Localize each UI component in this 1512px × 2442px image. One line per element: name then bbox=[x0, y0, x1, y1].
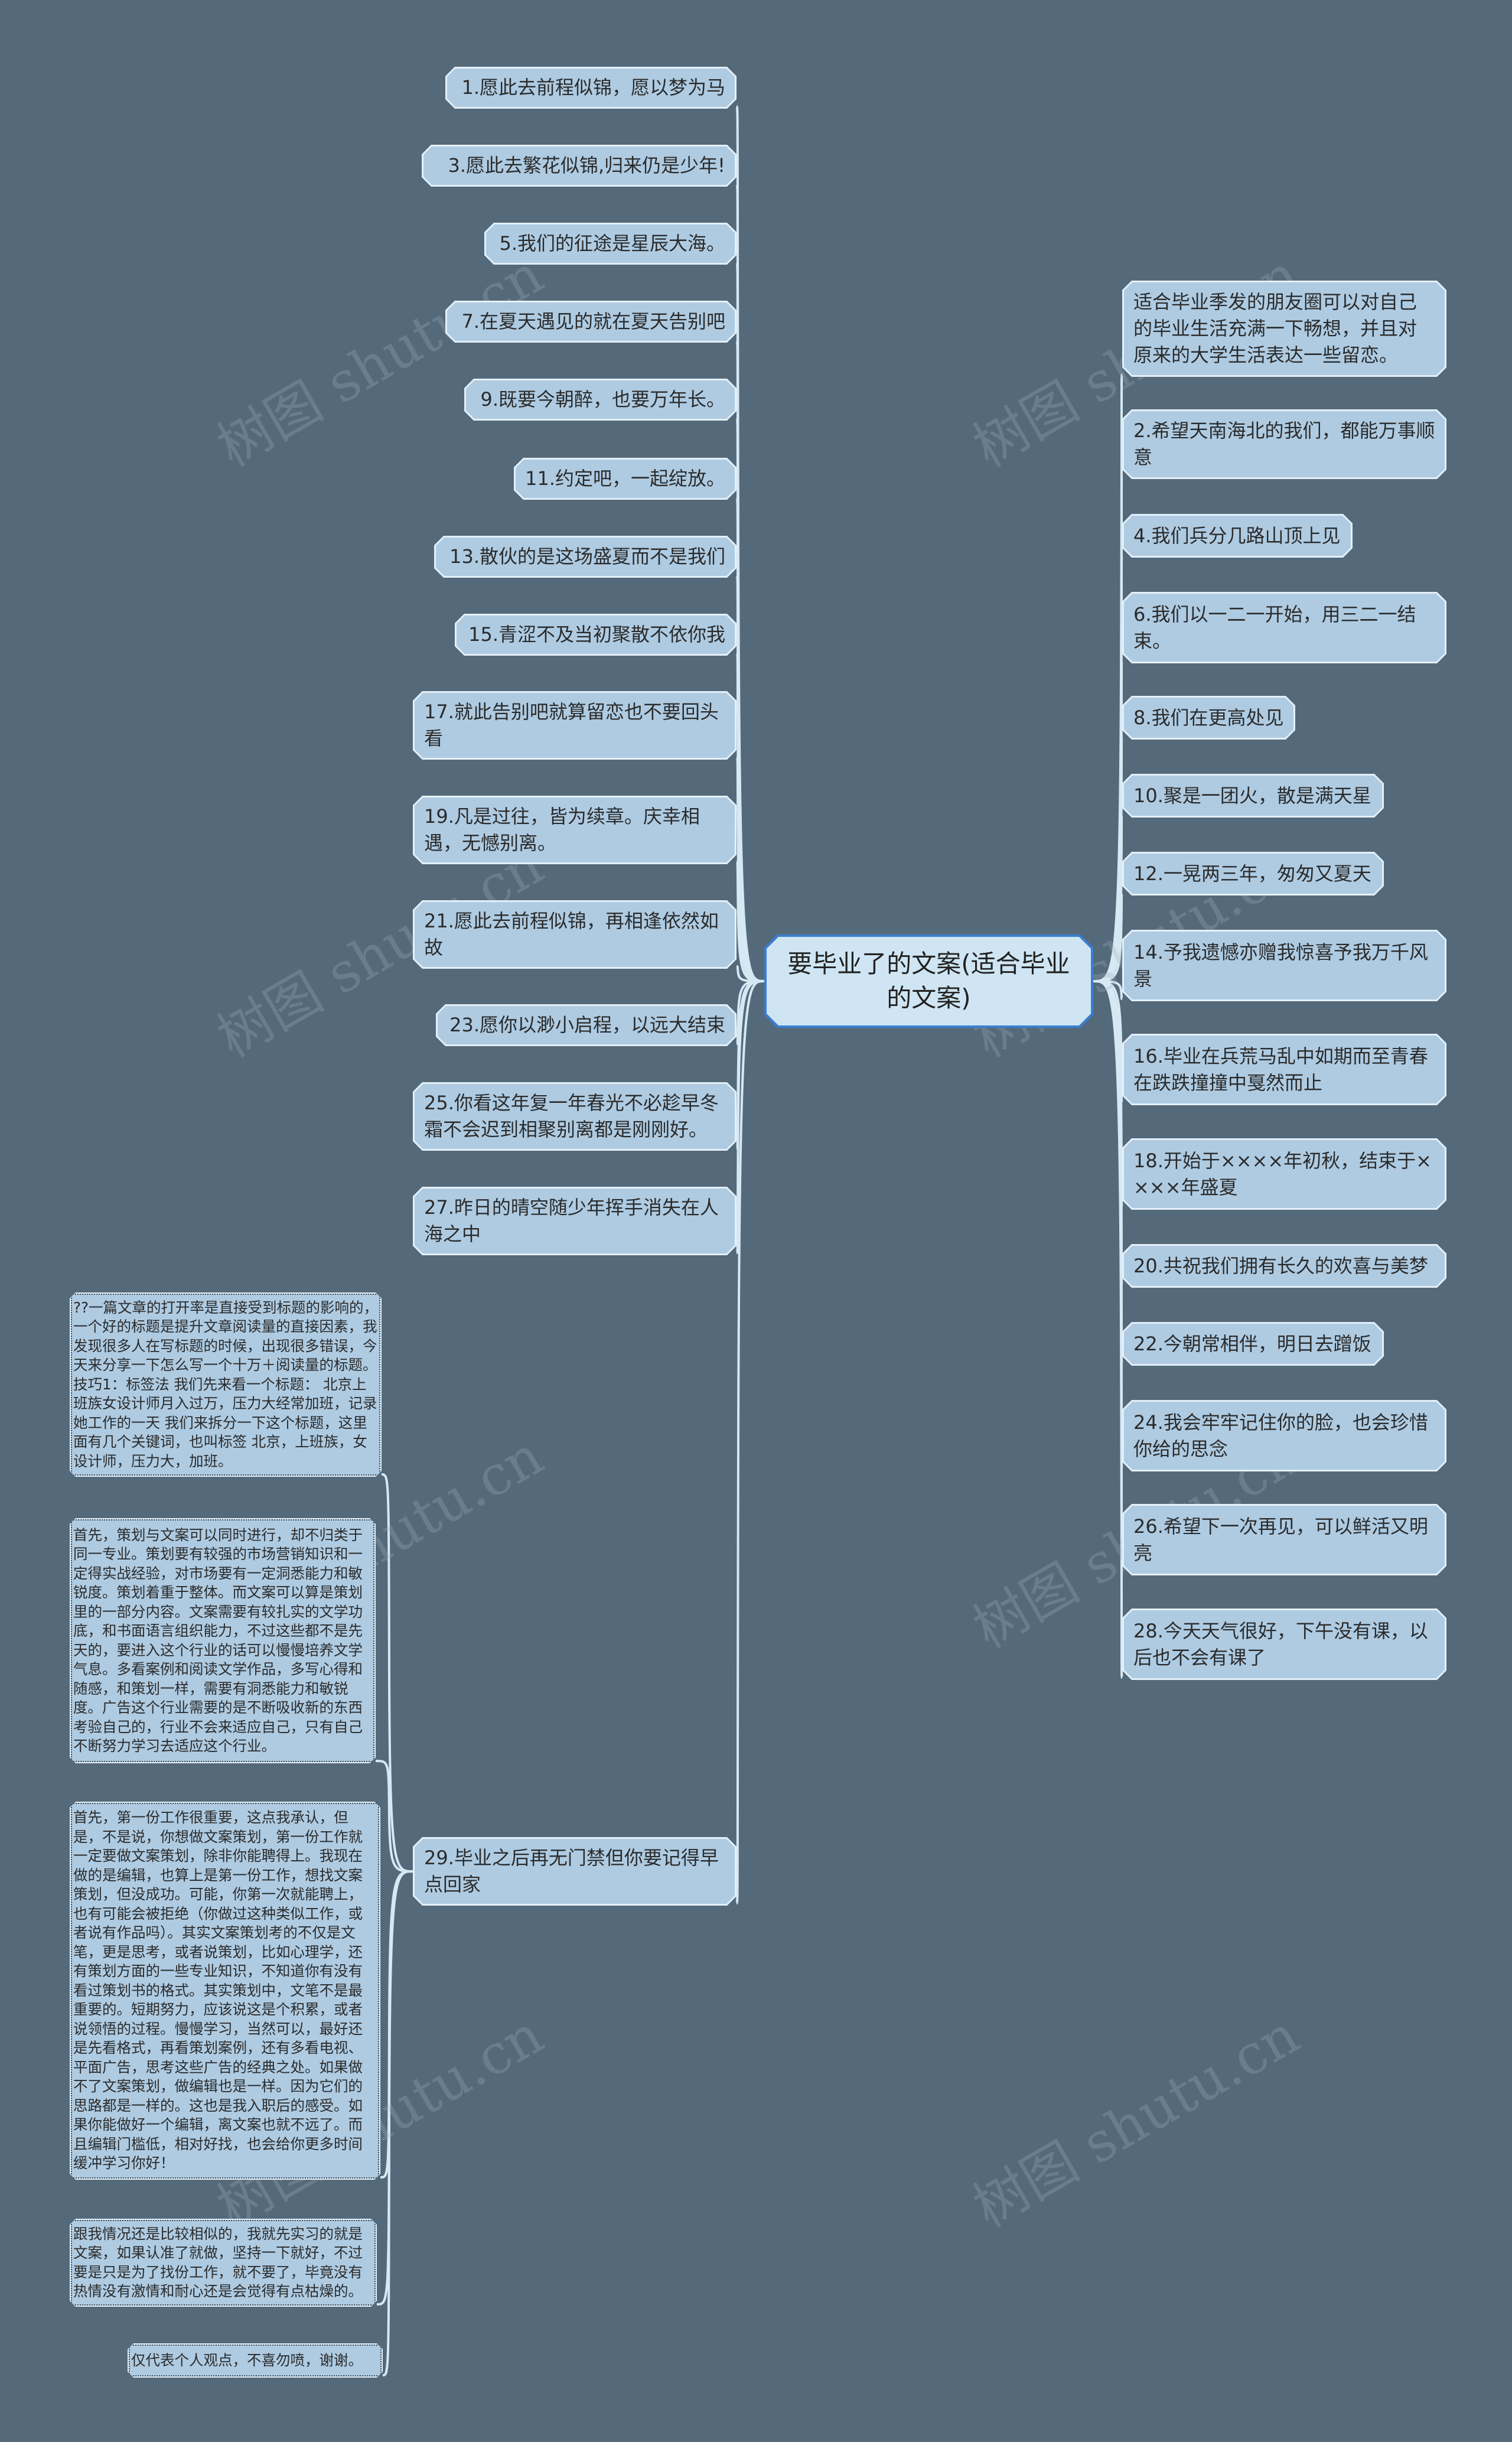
sub-node-label: 首先，策划与文案可以同时进行，却不归类于同一专业。策划要有较强的市场营销知识和一… bbox=[73, 1526, 363, 1754]
left-node-label: 29.毕业之后再无门禁但你要记得早点回家 bbox=[424, 1847, 719, 1896]
sub-node[interactable]: ??一篇文章的打开率是直接受到标题的影响的，一个好的标题是提升文章阅读量的直接因… bbox=[70, 1292, 382, 1477]
right-node-label: 18.开始于××××年初秋，结束于××××年盛夏 bbox=[1133, 1149, 1432, 1199]
connector-line bbox=[735, 980, 765, 1904]
left-node[interactable]: 9.既要今朝醉，也要万年长。 bbox=[464, 379, 737, 421]
right-node[interactable]: 16.毕业在兵荒马乱中如期而至青春在跌跌撞撞中戛然而止 bbox=[1122, 1034, 1446, 1105]
left-node[interactable]: 3.愿此去繁花似锦,归来仍是少年! bbox=[422, 145, 737, 187]
right-node[interactable]: 4.我们兵分几路山顶上见 bbox=[1122, 514, 1353, 558]
sub-node[interactable]: 首先，策划与文案可以同时进行，却不归类于同一专业。策划要有较强的市场营销知识和一… bbox=[70, 1518, 376, 1763]
left-node[interactable]: 25.你看这年复一年春光不必趁早冬霜不会迟到相聚别离都是刚刚好。 bbox=[413, 1082, 737, 1151]
left-node-label: 25.你看这年复一年春光不必趁早冬霜不会迟到相聚别离都是刚刚好。 bbox=[424, 1092, 719, 1141]
right-node[interactable]: 22.今朝常相伴，明日去蹭饭 bbox=[1122, 1322, 1384, 1366]
left-node[interactable]: 7.在夏天遇见的就在夏天告别吧 bbox=[445, 301, 737, 343]
right-node[interactable]: 20.共祝我们拥有长久的欢喜与美梦 bbox=[1122, 1244, 1446, 1288]
connector-line bbox=[376, 1870, 413, 2306]
right-node[interactable]: 适合毕业季发的朋友圈可以对自己的毕业生活充满一下畅想，并且对原来的大学生活表达一… bbox=[1122, 281, 1446, 377]
sub-node-label: 跟我情况还是比较相似的，我就先实习的就是文案，如果认准了就做，坚持一下就好，不过… bbox=[73, 2225, 363, 2300]
left-node[interactable]: 19.凡是过往，皆为续章。庆幸相遇，无憾别离。 bbox=[413, 796, 737, 864]
right-node-label: 24.我会牢牢记住你的脸，也会珍惜你给的思念 bbox=[1133, 1411, 1428, 1460]
left-node-label: 11.约定吧，一起绽放。 bbox=[525, 467, 725, 490]
sub-node-label: ??一篇文章的打开率是直接受到标题的影响的，一个好的标题是提升文章阅读量的直接因… bbox=[73, 1298, 379, 1470]
right-node-label: 2.希望天南海北的我们，都能万事顺意 bbox=[1133, 419, 1435, 468]
connector-line bbox=[735, 861, 765, 982]
right-node-label: 26.希望下一次再见，可以鲜活又明亮 bbox=[1133, 1515, 1428, 1564]
sub-node-label: 首先，第一份工作很重要，这点我承认，但是，不是说，你想做文案策划，第一份工作就一… bbox=[73, 1809, 363, 2172]
left-node-label: 9.既要今朝醉，也要万年长。 bbox=[480, 388, 725, 411]
connector-line bbox=[735, 980, 765, 1254]
connector-line bbox=[380, 1870, 413, 2179]
left-node[interactable]: 11.约定吧，一起绽放。 bbox=[514, 458, 737, 500]
left-node-label: 23.愿你以渺小启程，以远大结束 bbox=[449, 1014, 725, 1036]
right-node[interactable]: 26.希望下一次再见，可以鲜活又明亮 bbox=[1122, 1504, 1446, 1575]
left-node-label: 7.在夏天遇见的就在夏天告别吧 bbox=[461, 310, 725, 333]
left-node-label: 21.愿此去前程似锦，再相逢依然如故 bbox=[424, 910, 719, 959]
left-node-label: 15.青涩不及当初聚散不依你我 bbox=[468, 623, 725, 646]
right-node-label: 10.聚是一团火，散是满天星 bbox=[1133, 784, 1371, 807]
right-node-label: 22.今朝常相伴，明日去蹭饭 bbox=[1133, 1332, 1371, 1355]
right-node-label: 12.一晃两三年，匆匆又夏天 bbox=[1133, 862, 1371, 885]
connector-line bbox=[382, 1870, 413, 2376]
left-node[interactable]: 27.昨日的晴空随少年挥手消失在人海之中 bbox=[413, 1187, 737, 1255]
right-node[interactable]: 2.希望天南海北的我们，都能万事顺意 bbox=[1122, 409, 1446, 479]
sub-node[interactable]: 首先，第一份工作很重要，这点我承认，但是，不是说，你想做文案策划，第一份工作就一… bbox=[70, 1802, 380, 2180]
sub-node[interactable]: 跟我情况还是比较相似的，我就先实习的就是文案，如果认准了就做，坚持一下就好，不过… bbox=[70, 2219, 377, 2307]
right-node[interactable]: 28.今天天气很好，下午没有课，以后也不会有课了 bbox=[1122, 1609, 1446, 1680]
left-node[interactable]: 1.愿此去前程似锦，愿以梦为马 bbox=[445, 67, 737, 109]
central-topic-label: 要毕业了的文案(适合毕业的文案) bbox=[787, 949, 1070, 1012]
right-node-label: 4.我们兵分几路山顶上见 bbox=[1133, 524, 1341, 547]
right-node[interactable]: 6.我们以一二一开始，用三二一结束。 bbox=[1122, 592, 1446, 663]
left-node[interactable]: 13.散伙的是这场盛夏而不是我们 bbox=[434, 536, 737, 578]
right-node-label: 20.共祝我们拥有长久的欢喜与美梦 bbox=[1133, 1254, 1428, 1277]
sub-node-label: 仅代表个人观点，不喜勿喷，谢谢。 bbox=[131, 2351, 363, 2369]
central-topic[interactable]: 要毕业了的文案(适合毕业的文案) bbox=[764, 935, 1093, 1028]
left-node[interactable]: 17.就此告别吧就算留恋也不要回头看 bbox=[413, 691, 737, 760]
right-node[interactable]: 8.我们在更高处见 bbox=[1122, 696, 1295, 740]
left-node[interactable]: 23.愿你以渺小启程，以远大结束 bbox=[436, 1004, 737, 1046]
left-node-label: 3.愿此去繁花似锦,归来仍是少年! bbox=[448, 154, 725, 177]
right-node-label: 8.我们在更高处见 bbox=[1133, 706, 1284, 729]
right-node-label: 6.我们以一二一开始，用三二一结束。 bbox=[1133, 603, 1416, 652]
left-node-label: 1.愿此去前程似锦，愿以梦为马 bbox=[461, 76, 725, 99]
connector-line bbox=[1093, 980, 1123, 1679]
left-node[interactable]: 21.愿此去前程似锦，再相逢依然如故 bbox=[413, 900, 737, 969]
right-node-label: 14.予我遗憾亦赠我惊喜予我万千风景 bbox=[1133, 940, 1428, 990]
left-node[interactable]: 5.我们的征途是星辰大海。 bbox=[484, 223, 737, 265]
right-node[interactable]: 10.聚是一团火，散是满天星 bbox=[1122, 774, 1384, 818]
left-node-label: 27.昨日的晴空随少年挥手消失在人海之中 bbox=[424, 1196, 719, 1245]
left-node-label: 5.我们的征途是星辰大海。 bbox=[499, 232, 725, 255]
right-node-label: 16.毕业在兵荒马乱中如期而至青春在跌跌撞撞中戛然而止 bbox=[1133, 1044, 1428, 1094]
connector-line bbox=[381, 1473, 413, 1873]
connector-line bbox=[375, 1760, 413, 1873]
right-node[interactable]: 24.我会牢牢记住你的脸，也会珍惜你给的思念 bbox=[1122, 1400, 1446, 1471]
sub-node[interactable]: 仅代表个人观点，不喜勿喷，谢谢。 bbox=[128, 2343, 383, 2378]
left-node-label: 17.就此告别吧就算留恋也不要回头看 bbox=[424, 701, 719, 750]
right-node-label: 适合毕业季发的朋友圈可以对自己的毕业生活充满一下畅想，并且对原来的大学生活表达一… bbox=[1133, 291, 1418, 366]
left-node-label: 13.散伙的是这场盛夏而不是我们 bbox=[449, 545, 725, 568]
right-node[interactable]: 12.一晃两三年，匆匆又夏天 bbox=[1122, 852, 1384, 896]
left-node[interactable]: 15.青涩不及当初聚散不依你我 bbox=[455, 614, 737, 656]
right-node[interactable]: 18.开始于××××年初秋，结束于××××年盛夏 bbox=[1122, 1138, 1446, 1210]
left-node-label: 19.凡是过往，皆为续章。庆幸相遇，无憾别离。 bbox=[424, 805, 700, 854]
right-node[interactable]: 14.予我遗憾亦赠我惊喜予我万千风景 bbox=[1122, 930, 1446, 1001]
left-node[interactable]: 29.毕业之后再无门禁但你要记得早点回家 bbox=[413, 1837, 737, 1906]
right-node-label: 28.今天天气很好，下午没有课，以后也不会有课了 bbox=[1133, 1619, 1428, 1669]
